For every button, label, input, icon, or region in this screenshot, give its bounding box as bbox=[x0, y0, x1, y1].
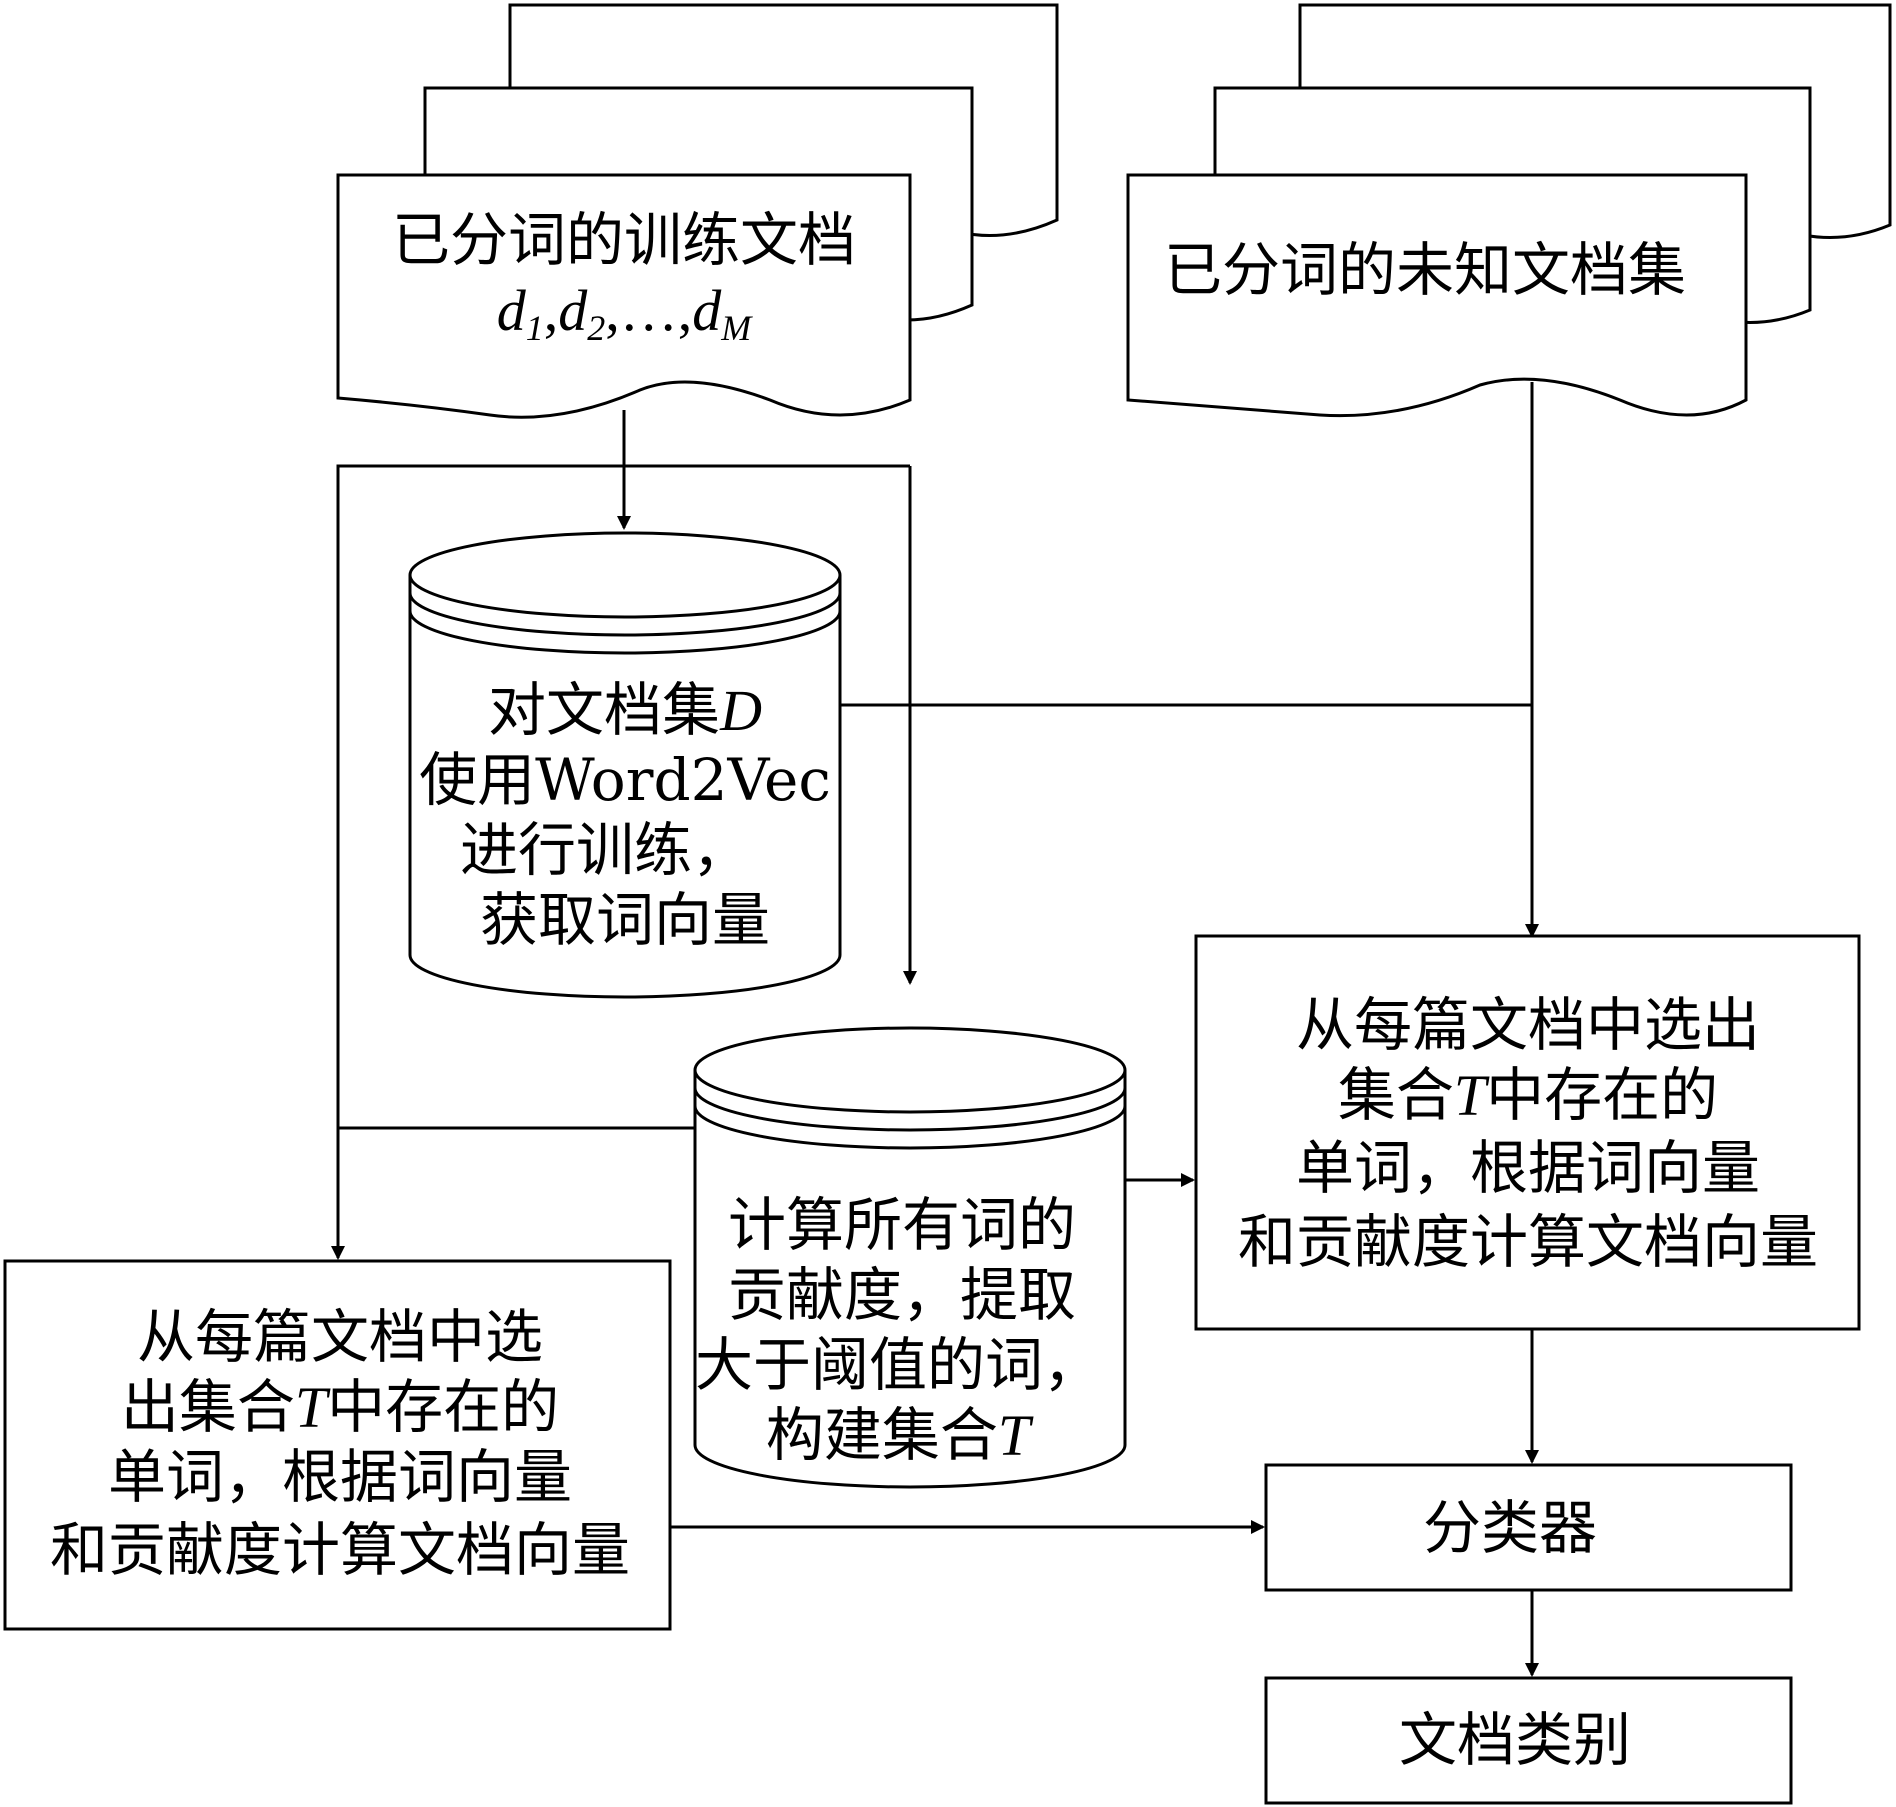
word2vec-cylinder-body bbox=[408, 575, 842, 999]
doc-vec-left-line-2: 出集合T中存在的 bbox=[121, 1373, 559, 1441]
doc-class-box bbox=[1264, 1676, 1793, 1805]
word2vec-node: 对文档集D 使用Word2Vec 进行训练， 获取词向量 bbox=[408, 531, 842, 999]
contribution-cylinder-body bbox=[693, 1070, 1127, 1489]
contribution-node: 计算所有词的 贡献度，提取 大于阈值的词， 构建集合T bbox=[693, 1026, 1127, 1489]
word2vec-line-1: 对文档集D bbox=[488, 676, 762, 744]
doc-vec-right-line-4: 和贡献度计算文档向量 bbox=[1238, 1208, 1818, 1276]
word2vec-cylinder-top bbox=[408, 531, 842, 619]
doc-vec-right-node: 从每篇文档中选出 集合T中存在的 单词，根据词向量 和贡献度计算文档向量 bbox=[1194, 934, 1861, 1331]
contribution-line-2: 贡献度，提取 bbox=[728, 1261, 1076, 1329]
word2vec-line-2: 使用Word2Vec bbox=[419, 746, 831, 814]
contribution-line-3: 大于阈值的词， bbox=[695, 1331, 1101, 1399]
train-docs-title: 已分词的训练文档 bbox=[392, 206, 856, 274]
word2vec-line-4: 获取词向量 bbox=[480, 886, 770, 954]
doc-vec-right-box bbox=[1194, 934, 1861, 1331]
unknown-docs-node: 已分词的未知文档集 bbox=[1126, 3, 1892, 418]
contribution-cylinder-ring-2 bbox=[693, 1105, 1127, 1150]
doc-vec-right-line-2: 集合T中存在的 bbox=[1338, 1061, 1718, 1129]
word2vec-line-3: 进行训练， bbox=[460, 816, 750, 884]
contribution-cylinder-top bbox=[693, 1026, 1127, 1114]
doc-class-node: 文档类别 bbox=[1264, 1676, 1793, 1805]
contribution-cylinder-ring-1 bbox=[693, 1087, 1127, 1132]
train-docs-formula: d1,d2,…,dM bbox=[497, 278, 754, 348]
train-docs-node: 已分词的训练文档 d1,d2,…,dM bbox=[336, 3, 1059, 419]
train-docs-page-front bbox=[336, 173, 912, 419]
unknown-docs-page-front bbox=[1126, 173, 1748, 418]
doc-vec-left-node: 从每篇文档中选 出集合T中存在的 单词，根据词向量 和贡献度计算文档向量 bbox=[3, 1259, 672, 1631]
word2vec-cylinder-ring-1 bbox=[408, 592, 842, 637]
word2vec-cylinder-ring-2 bbox=[408, 610, 842, 655]
doc-vec-left-line-1: 从每篇文档中选 bbox=[137, 1303, 543, 1371]
doc-vec-right-line-1: 从每篇文档中选出 bbox=[1296, 991, 1760, 1059]
classifier-label: 分类器 bbox=[1423, 1494, 1597, 1562]
doc-vec-left-box bbox=[3, 1259, 672, 1631]
contribution-line-1: 计算所有词的 bbox=[728, 1191, 1076, 1259]
doc-vec-right-line-3: 单词，根据词向量 bbox=[1296, 1134, 1760, 1202]
doc-vec-left-line-3: 单词，根据词向量 bbox=[108, 1443, 572, 1511]
classifier-node: 分类器 bbox=[1264, 1463, 1793, 1592]
contribution-line-4: 构建集合T bbox=[766, 1401, 1034, 1469]
doc-class-label: 文档类别 bbox=[1399, 1706, 1631, 1774]
doc-vec-left-line-4: 和贡献度计算文档向量 bbox=[50, 1516, 630, 1584]
classifier-box bbox=[1264, 1463, 1793, 1592]
unknown-docs-title: 已分词的未知文档集 bbox=[1164, 236, 1686, 304]
